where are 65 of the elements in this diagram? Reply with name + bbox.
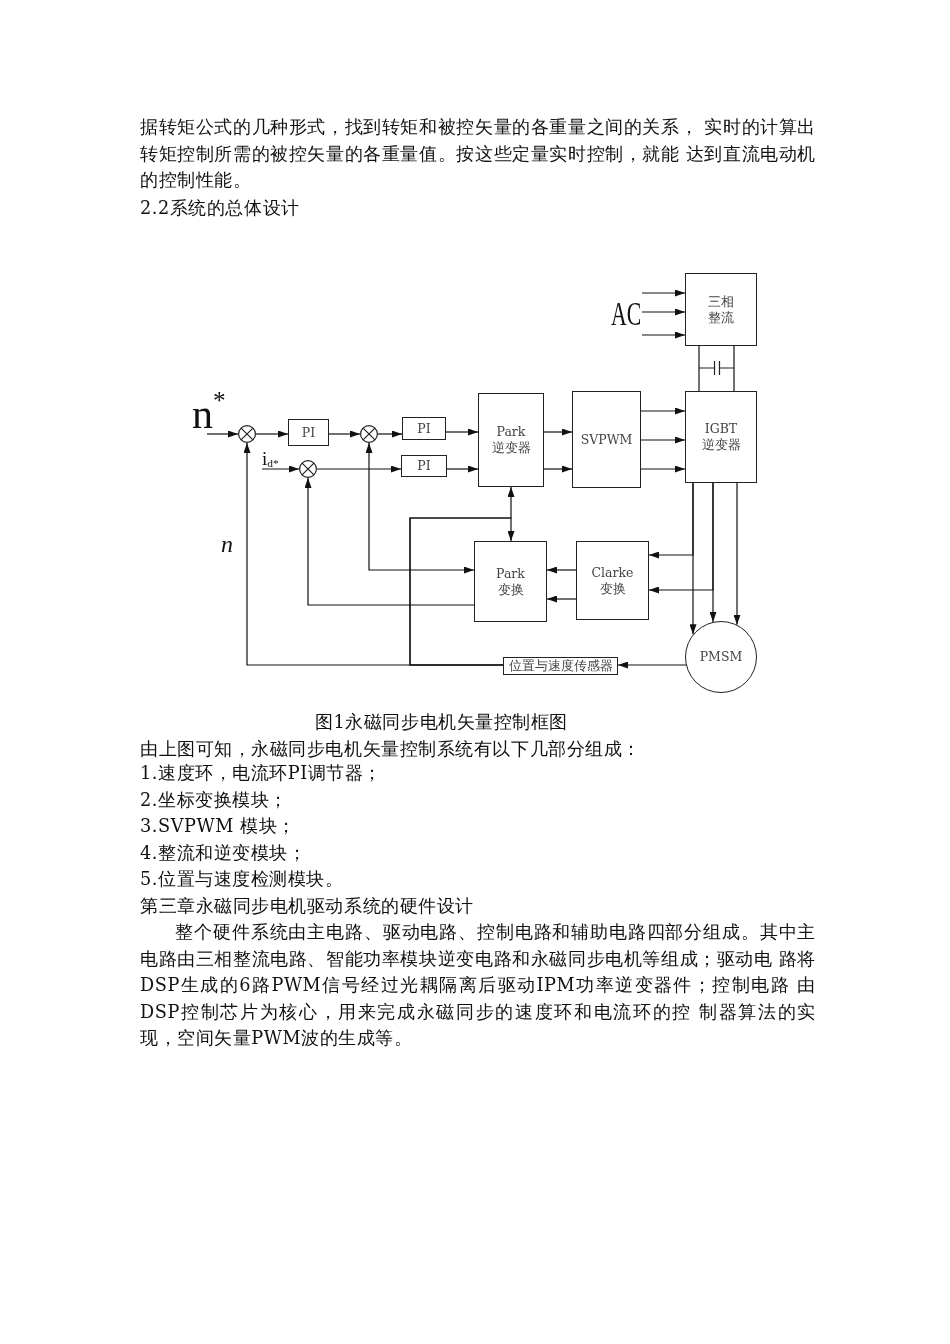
- paragraph: 据转矩公式的几种形式，找到转矩和被控矢量的各重量之间的关系， 实时的计算出转矩控制所需的被控矢量的各重量值。按这些定量实时控制，就能 达到直流电动机的控制性能。: [140, 116, 816, 192]
- rectifier-box: [685, 273, 757, 346]
- arrow: [641, 308, 686, 316]
- summing-junction: [299, 460, 317, 478]
- figure-caption: 图1永磁同步电机矢量控制框图: [315, 711, 568, 734]
- arrow: [640, 465, 686, 473]
- block-label: Park 逆变器: [491, 424, 531, 456]
- pi-controller-box: [402, 417, 446, 440]
- block-label: Park 变换: [495, 565, 526, 598]
- list-item: 5.位置与速度检测模块。: [140, 868, 344, 891]
- block-label: PI: [417, 458, 431, 474]
- arrow: [255, 430, 289, 438]
- arrow: [709, 482, 717, 623]
- connector-line: [698, 345, 700, 392]
- arrow: [641, 331, 686, 339]
- list-item: 2.坐标变换模块；: [140, 789, 288, 812]
- list-item: 4.整流和逆变模块；: [140, 842, 307, 865]
- svpwm-box: [572, 391, 641, 488]
- block-label: 位置与速度传感器: [508, 658, 613, 674]
- arrow: [328, 430, 361, 438]
- arrow: [640, 407, 686, 415]
- pi-controller-box: [401, 455, 447, 477]
- inverse-park-box: [478, 393, 544, 487]
- arrow: [543, 465, 573, 473]
- arrow: [546, 595, 577, 603]
- arrow: [445, 428, 479, 436]
- arrow: [640, 436, 686, 444]
- current-reference-label: i$_{d*}$: [262, 448, 292, 469]
- arrow: [546, 566, 577, 574]
- arrow: [409, 517, 515, 666]
- list-item: 3.SVPWM 模块；: [140, 815, 296, 838]
- summing-junction: [360, 425, 378, 443]
- speed-reference-label: n$^{*}$: [192, 386, 240, 434]
- ac-input-label: AC: [611, 291, 642, 337]
- arrow: [316, 465, 402, 473]
- chapter-heading: 第三章永磁同步电机驱动系统的硬件设计: [140, 895, 474, 918]
- arrow: [261, 465, 300, 473]
- paragraph: 整个硬件系统由主电路、驱动电路、控制电路和辅助电路四部分组成。其中主电路由三相整流电路、智能功率模块逆变电路和永磁同步电机等组成；驱动电 路将DSP生成的6路PWM信号经过光耦隔离后驱动IPM功率逆变器件；控制电路 由DSP控制芯片为核心，用来完成永磁同步的速度环和电流环的控 制器算法的实现，空间矢量PWM波的生成等。: [140, 921, 816, 1050]
- pi-controller-box: [288, 419, 329, 446]
- arrow: [446, 465, 479, 473]
- inverter-box: [685, 391, 757, 483]
- block-label: PMSM: [699, 649, 743, 665]
- sensor-box: [503, 657, 618, 675]
- arrow: [733, 482, 741, 626]
- arrow: [617, 661, 687, 669]
- block-label: SVPWM: [580, 431, 633, 448]
- block-label: PI: [417, 420, 431, 437]
- connector-line: [733, 345, 735, 392]
- block-label: IGBT 逆变器: [701, 421, 741, 453]
- arrow: [206, 430, 239, 438]
- clarke-transform-box: [576, 541, 649, 620]
- arrow: [641, 289, 686, 297]
- park-transform-box: [474, 541, 547, 622]
- arrow: [689, 482, 697, 635]
- list-item: 1.速度环，电流环PI调节器；: [140, 762, 382, 785]
- arrow: [543, 428, 573, 436]
- section-heading: 2.2系统的总体设计: [140, 197, 300, 220]
- block-label: 三相整流: [707, 293, 735, 326]
- arrow: [304, 477, 475, 606]
- arrow: [365, 442, 475, 574]
- paragraph: 由上图可知，永磁同步电机矢量控制系统有以下几部分组成：: [140, 738, 641, 761]
- block-label: PI: [301, 424, 316, 441]
- arrow: [377, 430, 403, 438]
- summing-junction: [238, 425, 256, 443]
- block-label: Clarke 变换: [590, 564, 635, 597]
